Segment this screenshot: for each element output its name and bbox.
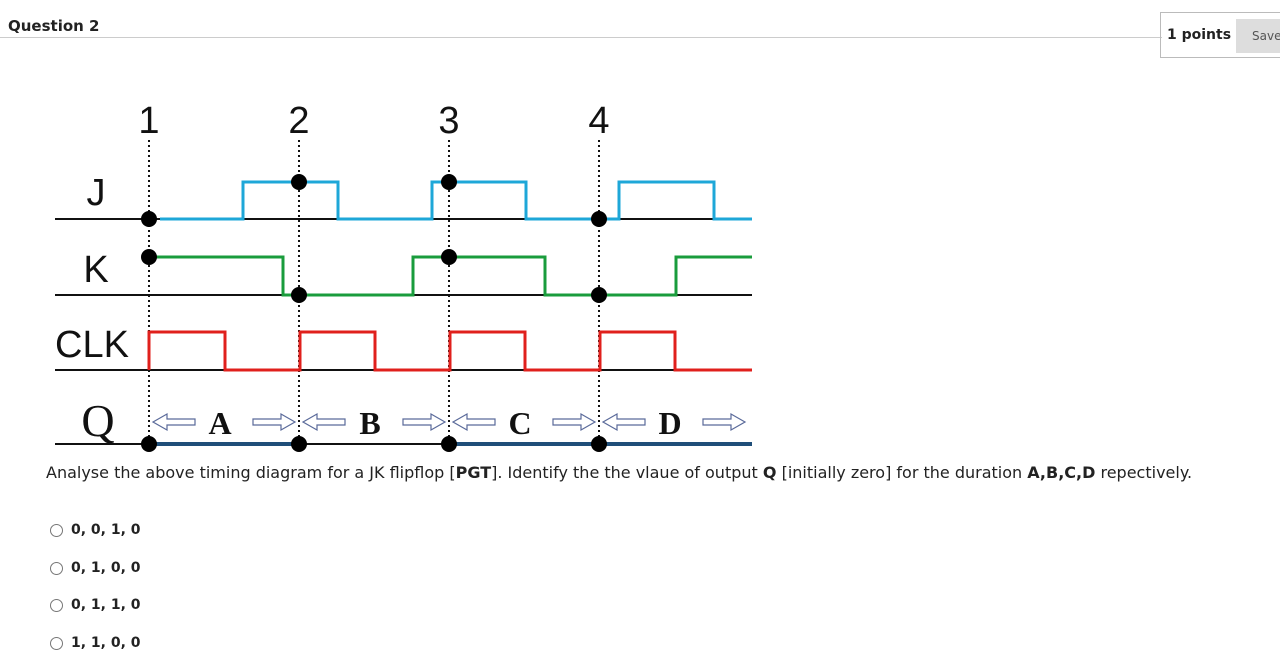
clock-label: 2 [288,100,309,142]
j-dot [591,211,607,227]
radio-button[interactable] [50,561,63,575]
q-dot [291,436,307,452]
j-dot [141,211,157,227]
left-arrow-icon [601,412,646,432]
option-label: 0, 1, 1, 0 [71,597,141,613]
k-dot [141,249,157,265]
duration-label: D [658,405,681,441]
q-dot [591,436,607,452]
radio-button[interactable] [50,523,63,537]
answer-option[interactable]: 0, 1, 1, 0 [50,597,141,613]
q-dot [441,436,457,452]
clock-label: 4 [588,100,609,142]
k-dot [591,287,607,303]
right-arrow-icon [552,412,597,432]
j-dot [441,174,457,190]
duration-label: B [359,405,380,441]
right-arrow-icon [252,412,297,432]
duration-label: A [208,405,231,441]
clock-label: 3 [438,100,459,142]
k-waveform [149,255,752,297]
radio-button[interactable] [50,636,63,650]
timing-diagram: 1 2 3 4 J K CLK Q A B C D [55,100,752,452]
save-button[interactable]: Save [1236,19,1280,53]
right-arrow-icon [702,412,747,432]
radio-button[interactable] [50,598,63,612]
left-arrow-icon [451,412,496,432]
divider [0,37,1162,38]
q-dot [141,436,157,452]
j-waveform [160,180,752,221]
answer-option[interactable]: 1, 1, 0, 0 [50,635,141,651]
points-box: 1 points Save [1160,12,1280,58]
duration-label: C [508,405,531,441]
signal-label-q: Q [81,395,114,446]
option-label: 1, 1, 0, 0 [71,635,141,651]
signal-label-k: K [83,249,108,291]
k-dot [291,287,307,303]
left-arrow-icon [151,412,196,432]
option-label: 0, 0, 1, 0 [71,522,141,538]
signal-label-j: J [87,172,106,214]
right-arrow-icon [402,412,447,432]
j-dot [291,174,307,190]
points-label: 1 points [1167,27,1232,43]
question-text: Analyse the above timing diagram for a J… [46,463,1193,482]
clk-waveform [147,330,752,372]
question-title: Question 2 [8,17,100,35]
answer-option[interactable]: 0, 0, 1, 0 [50,522,141,538]
signal-label-clk: CLK [55,324,129,366]
answer-option[interactable]: 0, 1, 0, 0 [50,560,141,576]
clock-label: 1 [138,100,159,142]
option-label: 0, 1, 0, 0 [71,560,141,576]
left-arrow-icon [301,412,346,432]
k-dot [441,249,457,265]
